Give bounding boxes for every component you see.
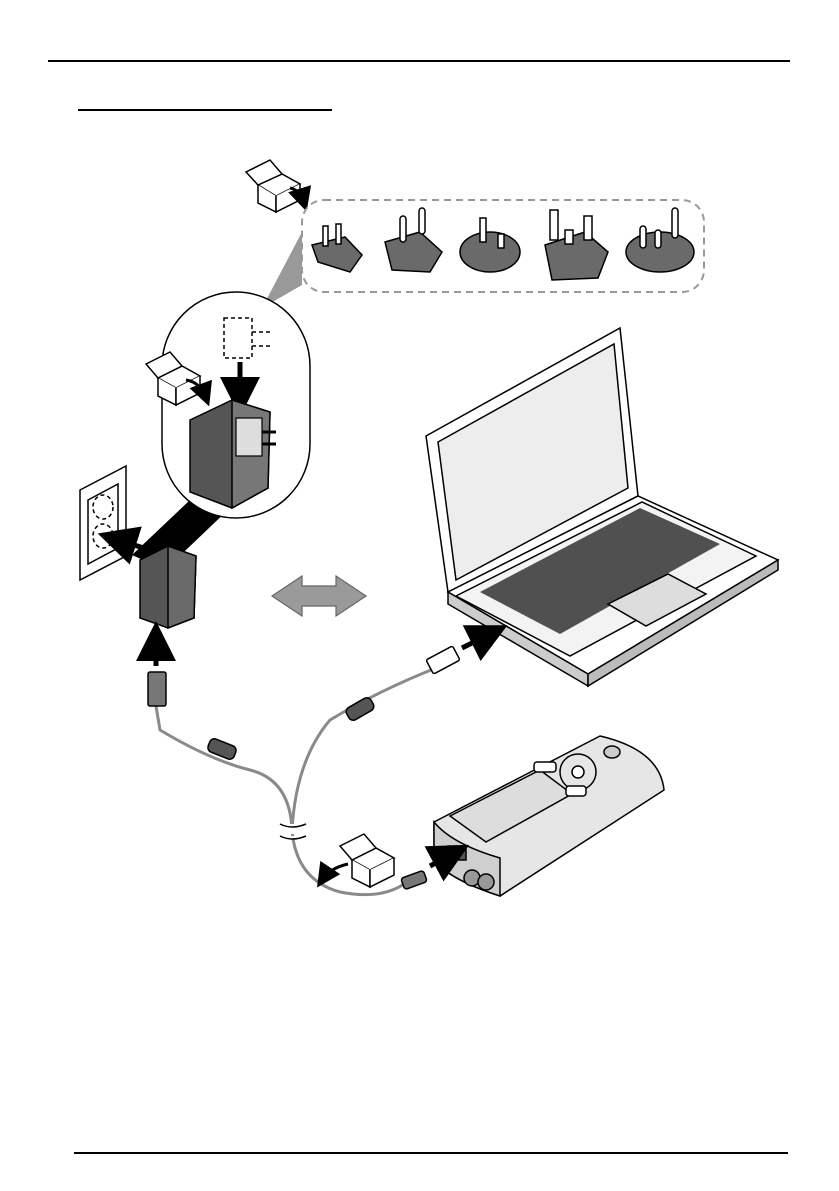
- exchange-arrow: [272, 576, 366, 616]
- wall-outlet: [80, 466, 126, 580]
- box-icon-meter: [322, 834, 394, 887]
- power-adapter: [140, 546, 196, 628]
- handheld-meter: [434, 736, 664, 896]
- adapter-detail-circle: [132, 292, 310, 570]
- plug-adapter-set: [262, 200, 704, 308]
- arrow-to-laptop: [462, 632, 494, 648]
- laptop: [426, 328, 778, 686]
- usb-plug-adapter-end: [148, 672, 166, 706]
- cable-break: [278, 824, 308, 839]
- usb-plug-laptop-end: [426, 646, 460, 674]
- box-icon-plugs: [246, 160, 304, 212]
- micro-usb-plug: [401, 870, 428, 889]
- ferrite-core-2: [344, 696, 375, 722]
